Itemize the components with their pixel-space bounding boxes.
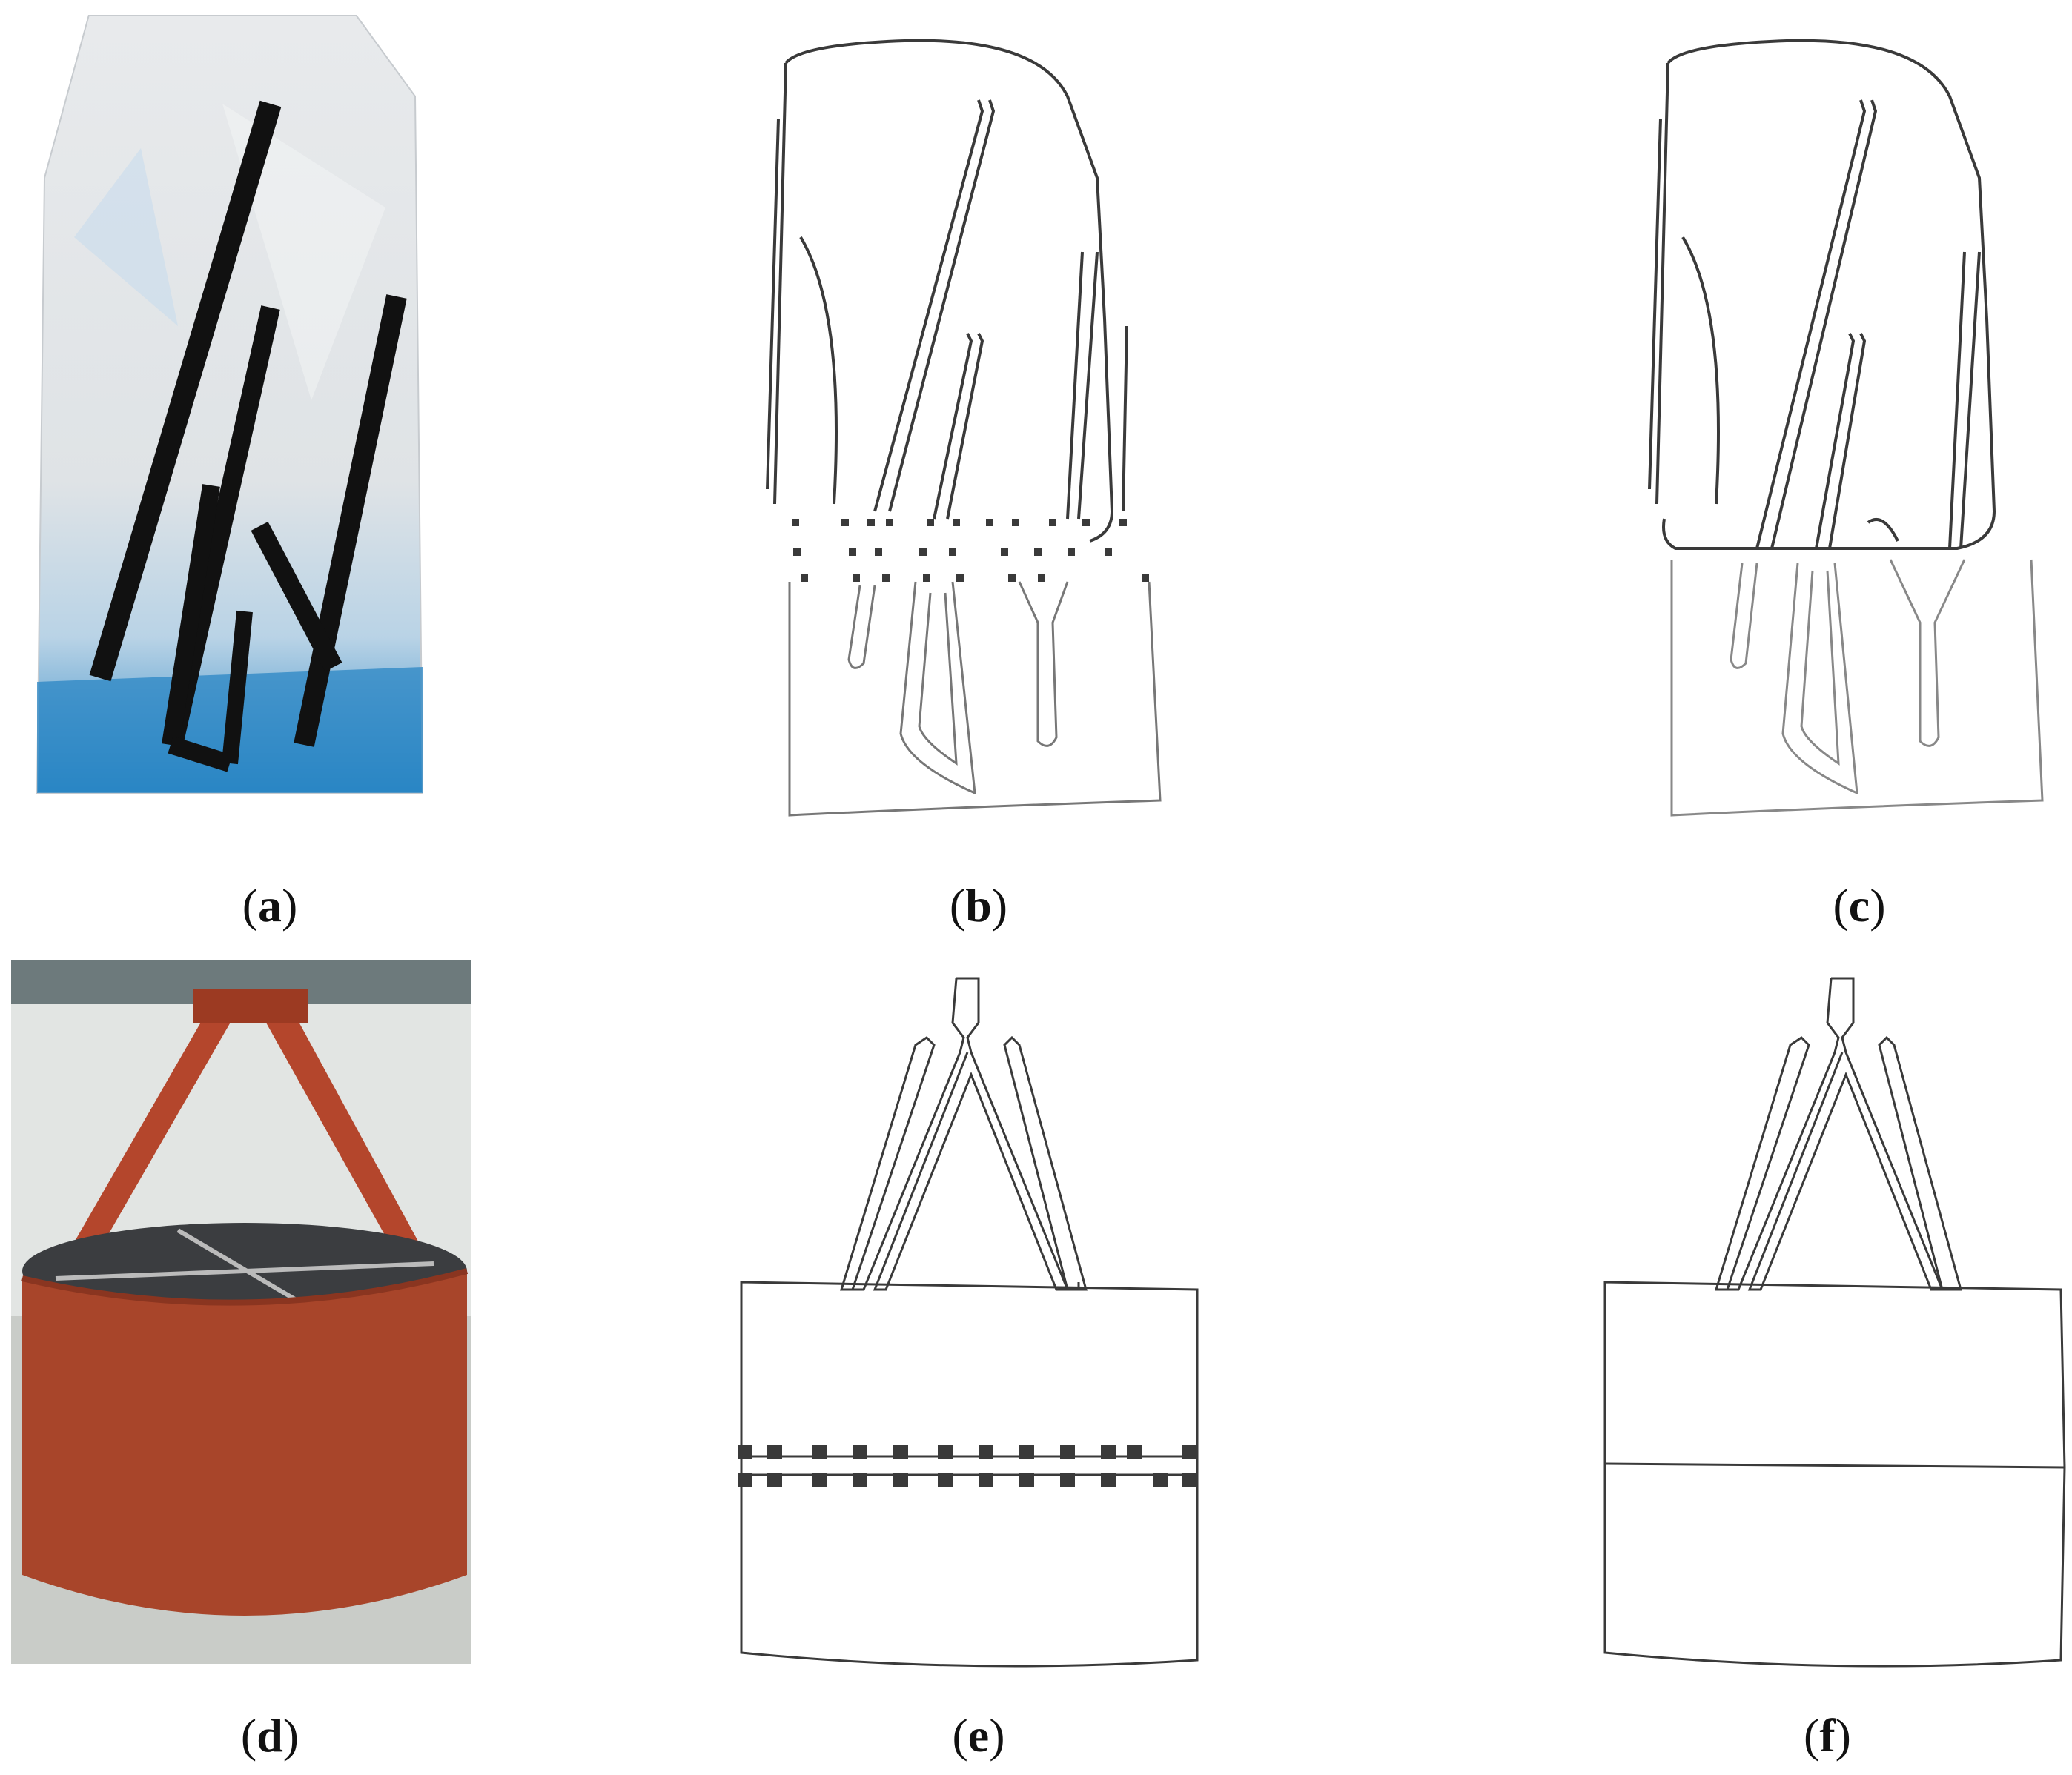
panel-a-photo [30,15,430,800]
caption-d: (d) [240,1709,299,1762]
caption-b: (b) [949,879,1008,932]
panel-f-edge-map [1583,963,2072,1675]
caption-e: (e) [952,1709,1005,1762]
marker-squares-top [792,519,1149,582]
panel-d-photo [11,960,471,1664]
panel-b-edge-map [756,30,1179,830]
photo-drum [11,960,471,1664]
caption-f: (f) [1804,1709,1851,1762]
edge-map-e [738,977,1199,1668]
edge-map-c [1648,39,2044,817]
marker-squares-e [738,1445,1197,1487]
panel-e-edge-map [723,963,1212,1675]
caption-c: (c) [1833,879,1886,932]
panel-c-edge-map [1638,30,2061,830]
edge-map-b [766,39,1162,817]
photo-wrapped-block [36,15,424,794]
edge-map-f [1603,977,2066,1668]
caption-a: (a) [242,879,298,932]
